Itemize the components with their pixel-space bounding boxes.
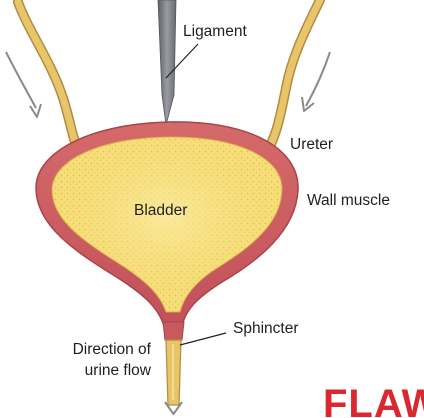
wall-muscle-label: Wall muscle bbox=[307, 193, 390, 209]
ligament-shape bbox=[158, 0, 176, 125]
direction-label-line-1: Direction of bbox=[38, 340, 151, 361]
direction-label-line-2: urine flow bbox=[38, 361, 151, 382]
direction-label: Direction of urine flow bbox=[38, 340, 151, 382]
ligament-label: Ligament bbox=[183, 24, 247, 40]
sphincter-ring bbox=[163, 322, 184, 340]
sphincter-label: Sphincter bbox=[233, 321, 298, 337]
left-flow-arrow bbox=[6, 52, 41, 117]
corner-brand-text: FLAW bbox=[323, 384, 424, 418]
sphincter-leader-line bbox=[180, 333, 226, 345]
right-flow-arrow bbox=[302, 52, 330, 111]
bladder-label: Bladder bbox=[134, 203, 187, 219]
ureter-label: Ureter bbox=[290, 137, 333, 153]
